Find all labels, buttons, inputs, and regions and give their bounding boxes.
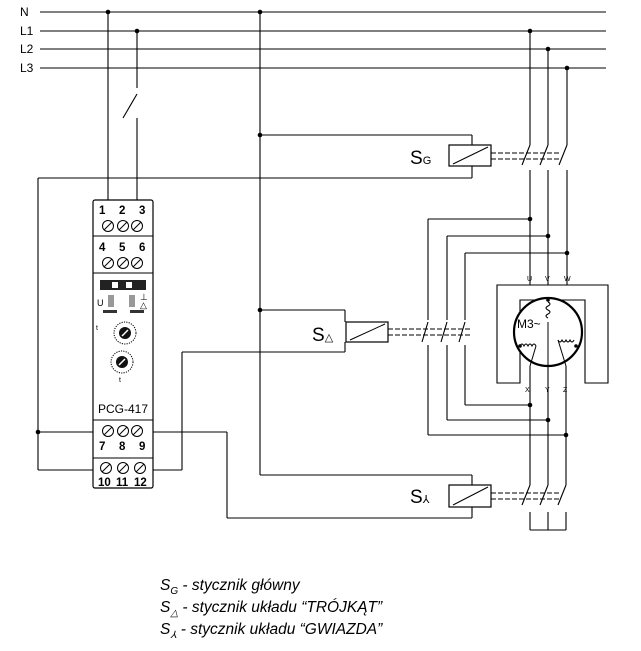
label-t: t	[96, 325, 98, 332]
terminal-9-label: 9	[139, 441, 145, 453]
contactor-sg: SG	[410, 144, 492, 169]
pcg-417-relay: 1 2 3 4 5 6 7 8 9 10 11 12	[92, 199, 154, 489]
label-ts: t	[119, 377, 121, 384]
motor-terminal-u: U	[527, 276, 532, 283]
terminal-7-label: 7	[99, 441, 105, 453]
motor-terminal-w: W	[564, 276, 571, 283]
motor-terminal-x: X	[525, 387, 530, 394]
terminal-10-label: 10	[98, 477, 111, 489]
legend-row-sstar: S⅄ - stycznik układu “GWIAZDA”	[160, 621, 383, 642]
terminal-6-label: 6	[139, 242, 145, 254]
switch-time-knob-icon	[110, 350, 134, 374]
time-knob-icon	[113, 321, 137, 345]
supply-rails: N L1 L2 L3	[20, 5, 606, 75]
legend-row-sdelta: S△ - stycznik układu “TRÓJKĄT”	[160, 599, 383, 620]
fif-logo-icon	[100, 280, 146, 290]
svg-text:△: △	[140, 300, 147, 310]
power-circuit: U V W X Y Z M3~	[421, 31, 609, 531]
terminal-3-label: 3	[139, 205, 145, 217]
motor-terminal-v: V	[545, 276, 550, 283]
led-relay	[129, 295, 135, 307]
motor-label: M3~	[517, 317, 541, 331]
terminal-1-label: 1	[99, 205, 106, 217]
label-u: U	[97, 298, 104, 308]
label-n: N	[20, 5, 29, 19]
screw-terminal-icon	[100, 220, 146, 474]
terminal-4-label: 4	[99, 242, 106, 254]
sg-label: SG	[410, 148, 431, 169]
legend-row-sg: SG - stycznik główny	[160, 577, 300, 598]
contactor-star: S⅄	[410, 484, 492, 508]
device-model: PCG-417	[98, 402, 148, 416]
sdelta-label: S△	[312, 325, 334, 346]
mechanical-links	[388, 152, 560, 500]
terminal-8-label: 8	[119, 441, 126, 453]
sstar-label: S⅄	[410, 487, 430, 508]
led-u	[108, 295, 114, 307]
label-l1: L1	[20, 24, 34, 38]
terminal-5-label: 5	[119, 242, 126, 254]
terminal-12-label: 12	[134, 477, 147, 489]
rail-junctions	[105, 9, 570, 71]
label-l3: L3	[20, 61, 34, 75]
terminal-2-label: 2	[119, 205, 125, 217]
label-l2: L2	[20, 42, 34, 56]
relay-symbol-icon: ⊥	[140, 292, 148, 302]
contactor-delta: S△	[312, 321, 389, 346]
motor-icon: M3~	[512, 296, 584, 368]
control-wiring	[35, 12, 473, 519]
terminal-11-label: 11	[116, 477, 129, 489]
